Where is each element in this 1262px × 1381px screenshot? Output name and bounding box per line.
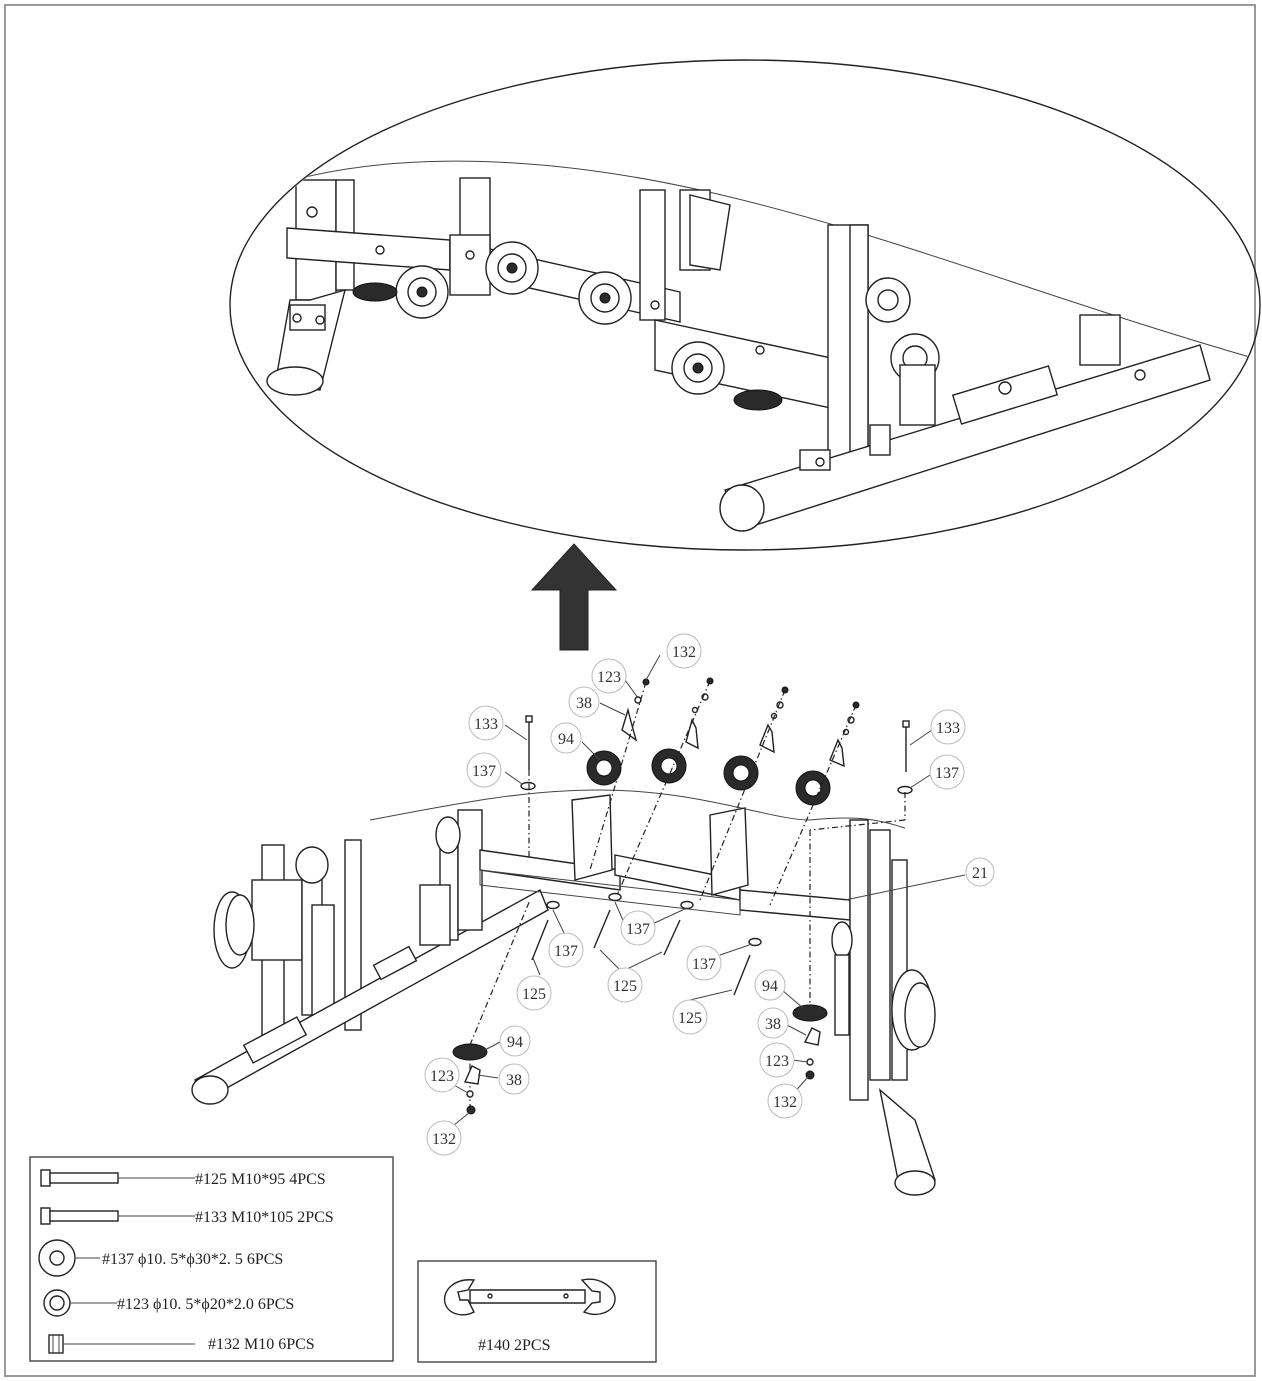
callout-137: 137 — [554, 943, 578, 960]
callout-123: 123 — [765, 1053, 789, 1070]
washer-icon — [38, 1239, 76, 1277]
hardware-125-label: #125 M10*95 4PCS — [195, 1171, 326, 1188]
callout-38: 38 — [506, 1072, 522, 1089]
callout-133: 133 — [936, 720, 960, 737]
hardware-133-label: #133 M10*105 2PCS — [195, 1209, 334, 1226]
exploded-assembly: 132 123 38 94 133 137 133 137 21 137 137… — [191, 633, 995, 1196]
tool-140-label: #140 2PCS — [478, 1337, 550, 1354]
bolt-icon — [40, 1207, 119, 1225]
washer-icon — [43, 1289, 71, 1317]
hardware-123-label: #123 ϕ10. 5*ϕ20*2.0 6PCS — [117, 1296, 294, 1313]
hardware-legend: #125 M10*95 4PCS #133 M10*105 2PCS #137 … — [29, 1156, 394, 1362]
washer-icon — [520, 781, 536, 791]
nut-icon — [634, 677, 860, 736]
nut-icon — [48, 1334, 64, 1354]
callout-94: 94 — [558, 731, 574, 748]
callout-137: 137 — [935, 765, 959, 782]
callout-132: 132 — [432, 1131, 456, 1148]
callout-125: 125 — [522, 986, 546, 1003]
callout-133: 133 — [474, 716, 498, 733]
callout-125: 125 — [678, 1010, 702, 1027]
callout-132: 132 — [672, 644, 696, 661]
detail-view — [229, 59, 1261, 551]
callout-132: 132 — [773, 1094, 797, 1111]
callout-38: 38 — [576, 695, 592, 712]
callout-123: 123 — [430, 1068, 454, 1085]
callout-94: 94 — [762, 978, 778, 995]
callout-123: 123 — [597, 669, 621, 686]
wrench-icon — [443, 1278, 616, 1316]
callout-94: 94 — [507, 1034, 523, 1051]
callout-38: 38 — [765, 1016, 781, 1033]
bolt-icon — [525, 715, 910, 772]
tool-box: #140 2PCS — [417, 1260, 657, 1363]
hardware-137-label: #137 ϕ10. 5*ϕ30*2. 5 6PCS — [102, 1251, 283, 1268]
diagram-frame — [4, 4, 1256, 1377]
callout-137: 137 — [626, 921, 650, 938]
callout-125: 125 — [613, 978, 637, 995]
callout-21: 21 — [972, 865, 988, 882]
pulley-icon — [352, 241, 940, 411]
callout-137: 137 — [692, 956, 716, 973]
callout-137: 137 — [472, 763, 496, 780]
hardware-132-label: #132 M10 6PCS — [208, 1336, 315, 1353]
bolt-icon — [40, 1169, 119, 1187]
up-arrow-icon — [530, 543, 618, 651]
pulley-icon — [586, 748, 831, 806]
